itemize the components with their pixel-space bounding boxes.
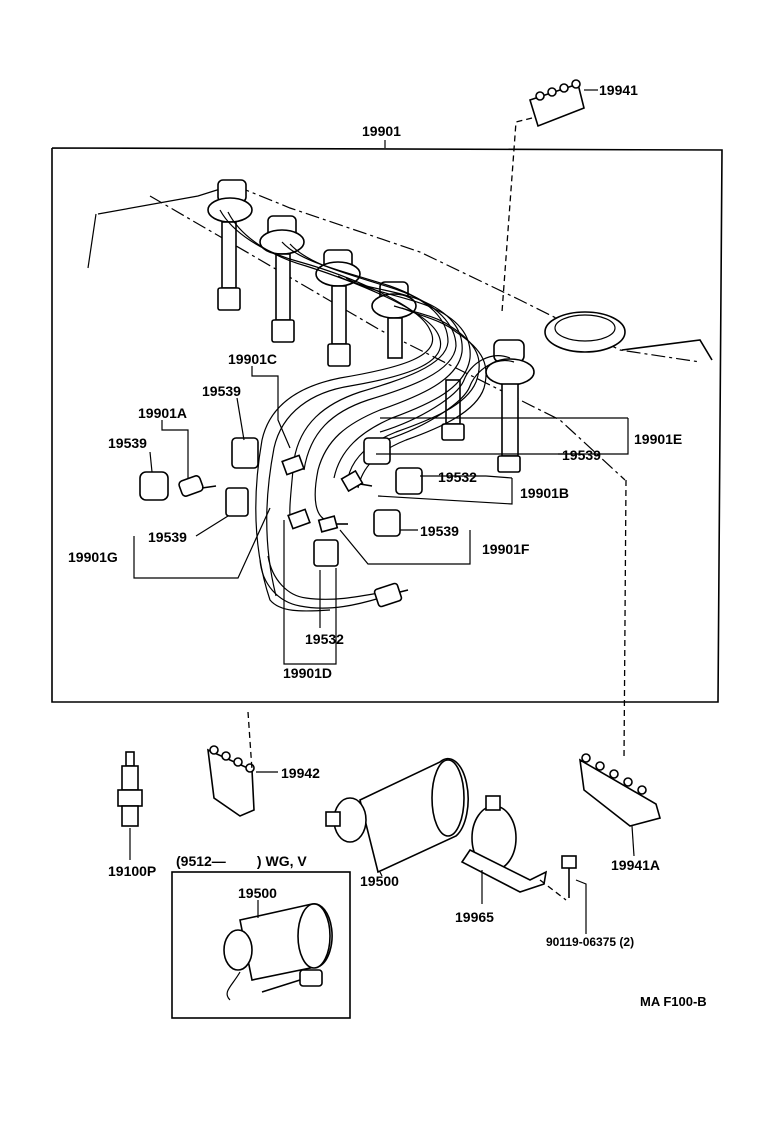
label-19532-d: 19532	[305, 631, 344, 647]
label-19941A: 19941A	[611, 857, 660, 873]
cable-clamps	[139, 437, 423, 567]
label-19901F: 19901F	[482, 541, 530, 557]
spark-plug-19100P	[117, 751, 143, 827]
wire-set-frame	[51, 140, 723, 703]
holder-19941	[529, 79, 585, 128]
label-19539-g: 19539	[148, 529, 187, 545]
label-inset-condition: (9512— ) WG, V	[176, 853, 307, 869]
inset-box	[171, 871, 351, 1019]
label-19539-e: 19539	[562, 447, 601, 463]
holder-19942	[207, 745, 255, 817]
bracket-19965	[460, 795, 548, 893]
cable-terminals	[178, 454, 409, 608]
label-19901G: 19901G	[68, 549, 118, 565]
distributor-terminal	[441, 339, 535, 473]
label-bolt: 90119-06375 (2)	[546, 935, 634, 949]
label-19532-b: 19532	[438, 469, 477, 485]
holder-19941A	[578, 753, 661, 827]
label-19901A: 19901A	[138, 405, 187, 421]
reference-lines	[247, 117, 627, 901]
label-19901D: 19901D	[283, 665, 332, 681]
label-figure-code: MA F100-B	[640, 994, 707, 1009]
bolt-90119	[561, 855, 577, 898]
plug-boot-2	[259, 215, 305, 343]
plug-boot-3	[315, 249, 361, 367]
label-19901C: 19901C	[228, 351, 277, 367]
label-19941: 19941	[599, 82, 638, 98]
plug-boot-4	[371, 281, 417, 359]
plug-boot-1	[207, 179, 253, 311]
label-19942: 19942	[281, 765, 320, 781]
label-19539-a: 19539	[108, 435, 147, 451]
label-19100P: 19100P	[108, 863, 156, 879]
label-19965: 19965	[455, 909, 494, 925]
ignition-coil-19500	[325, 757, 469, 874]
label-19901: 19901	[362, 123, 401, 139]
leader-lines	[129, 89, 635, 934]
label-19539-f: 19539	[420, 523, 459, 539]
label-19901E: 19901E	[634, 431, 682, 447]
label-19539-c: 19539	[202, 383, 241, 399]
label-19500-inset: 19500	[238, 885, 277, 901]
part-labels: 19941 19901 19901C 19539 19901A 19539 19…	[68, 82, 707, 1009]
label-19901B: 19901B	[520, 485, 569, 501]
label-19500: 19500	[360, 873, 399, 889]
